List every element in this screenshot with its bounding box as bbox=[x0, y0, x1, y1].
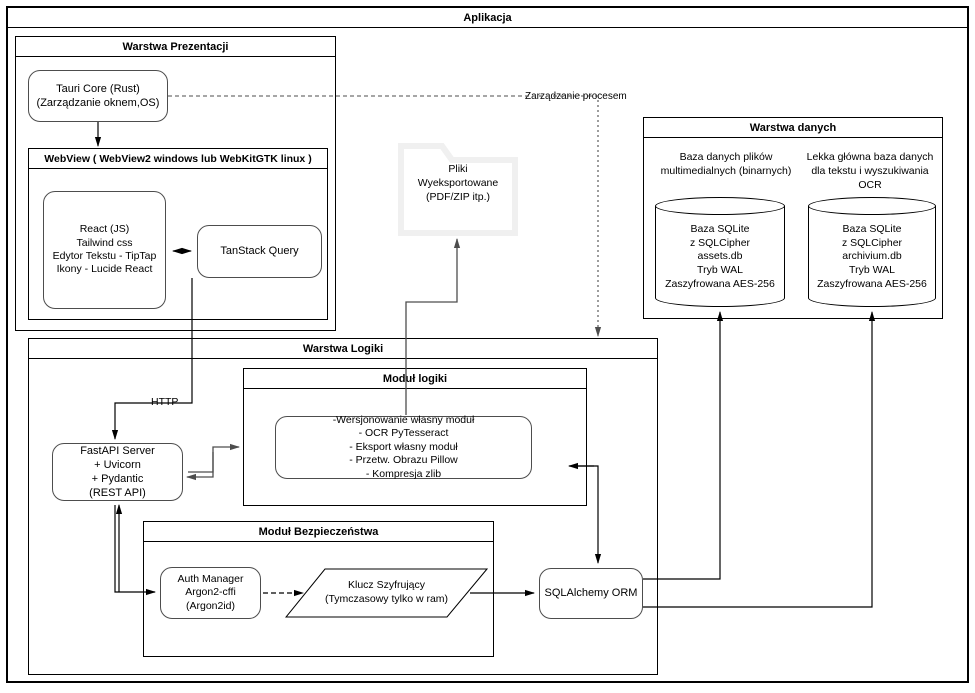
tauri-core-node[interactable]: Tauri Core (Rust) (Zarządzanie oknem,OS) bbox=[28, 70, 168, 122]
database-0-caption: Baza danych plików multimedialnych (bina… bbox=[660, 151, 792, 178]
database-1-cylinder[interactable]: Baza SQLite z SQLCipher archivium.db Try… bbox=[808, 197, 936, 307]
exported-files-shape[interactable]: Pliki Wyeksportowane (PDF/ZIP itp.) bbox=[398, 128, 518, 236]
database-1-caption: Lekka główna baza danych dla tekstu i wy… bbox=[806, 151, 934, 192]
application-title: Aplikacja bbox=[8, 8, 967, 28]
webview-title: WebView ( WebView2 windows lub WebKitGTK… bbox=[29, 149, 327, 169]
exported-files-label: Pliki Wyeksportowane (PDF/ZIP itp.) bbox=[417, 163, 499, 204]
http-edge-label: HTTP bbox=[149, 396, 181, 408]
database-1-cylinder-top bbox=[808, 197, 936, 215]
logic-layer-title: Warstwa Logiki bbox=[29, 339, 657, 359]
auth-manager-node[interactable]: Auth Manager Argon2-cffi (Argon2id) bbox=[160, 567, 261, 619]
tanstack-query-node[interactable]: TanStack Query bbox=[197, 225, 322, 278]
database-0-cylinder-body bbox=[655, 206, 785, 307]
database-0-cylinder-top bbox=[655, 197, 785, 215]
sqlalchemy-orm-node[interactable]: SQLAlchemy ORM bbox=[539, 568, 643, 619]
security-module-title: Moduł Bezpieczeństwa bbox=[144, 522, 493, 542]
logic-module-items-node[interactable]: -Wersjonowanie własny moduł - OCR PyTess… bbox=[275, 414, 532, 480]
process-management-edge-label: Zarządzanie procesem bbox=[523, 91, 629, 102]
data-layer-title: Warstwa danych bbox=[644, 118, 942, 138]
database-0-cylinder[interactable]: Baza SQLite z SQLCipher assets.db Tryb W… bbox=[655, 197, 785, 307]
logic-module-title: Moduł logiki bbox=[244, 369, 586, 389]
database-1-label: Baza SQLite z SQLCipher archivium.db Try… bbox=[817, 223, 927, 290]
presentation-layer-title: Warstwa Prezentacji bbox=[16, 37, 335, 57]
encryption-key-label: Klucz Szyfrujący (Tymczasowy tylko w ram… bbox=[324, 579, 449, 605]
fastapi-server-node[interactable]: FastAPI Server + Uvicorn + Pydantic (RES… bbox=[52, 443, 183, 501]
database-0-label: Baza SQLite z SQLCipher assets.db Tryb W… bbox=[665, 223, 775, 290]
encryption-key-shape[interactable]: Klucz Szyfrujący (Tymczasowy tylko w ram… bbox=[285, 568, 488, 618]
parallelogram-icon bbox=[285, 568, 488, 618]
frontend-stack-node[interactable]: React (JS) Tailwind css Edytor Tekstu - … bbox=[43, 191, 166, 309]
database-1-cylinder-body bbox=[808, 206, 936, 307]
folder-icon bbox=[398, 143, 518, 236]
